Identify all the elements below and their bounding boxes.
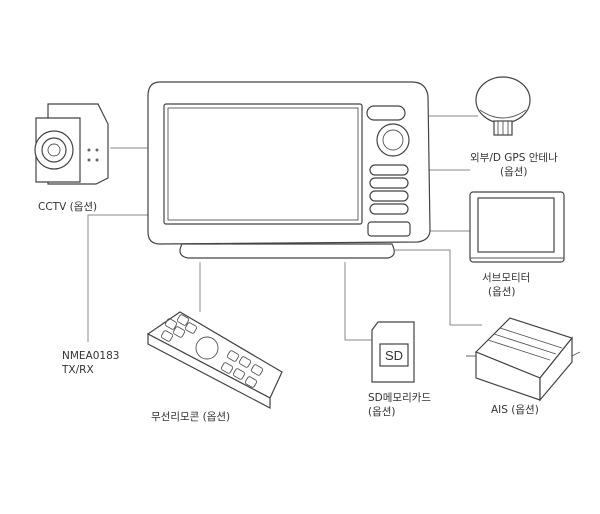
nmea-label-line1: NMEA0183 [62, 350, 120, 362]
sd-card-icon: SD [371, 321, 415, 383]
chart-plotter-display [147, 81, 431, 259]
remote-label: 무선리모콘 (옵션) [151, 411, 231, 423]
nmea-label-line2: TX/RX [62, 364, 94, 376]
monitor-label-line1: 서브모티터 [482, 272, 531, 284]
sd-label-line2: (옵션) [368, 406, 396, 418]
ais-label: AIS (옵션) [491, 404, 539, 416]
remote-control-icon [146, 311, 283, 409]
sd-card-text: SD [385, 348, 403, 363]
sub-monitor-icon [469, 191, 565, 263]
gps-label-line1: 외부/D GPS 안테나 [470, 152, 558, 164]
monitor-label-line2: (옵션) [488, 286, 516, 298]
cctv-camera-icon [34, 103, 109, 185]
gps-antenna-icon [475, 76, 531, 136]
ais-box-icon [466, 317, 581, 402]
gps-label-line2: (옵션) [500, 166, 528, 178]
cctv-label: CCTV (옵션) [38, 201, 98, 213]
sd-label-line1: SD메모리카드 [368, 392, 432, 404]
